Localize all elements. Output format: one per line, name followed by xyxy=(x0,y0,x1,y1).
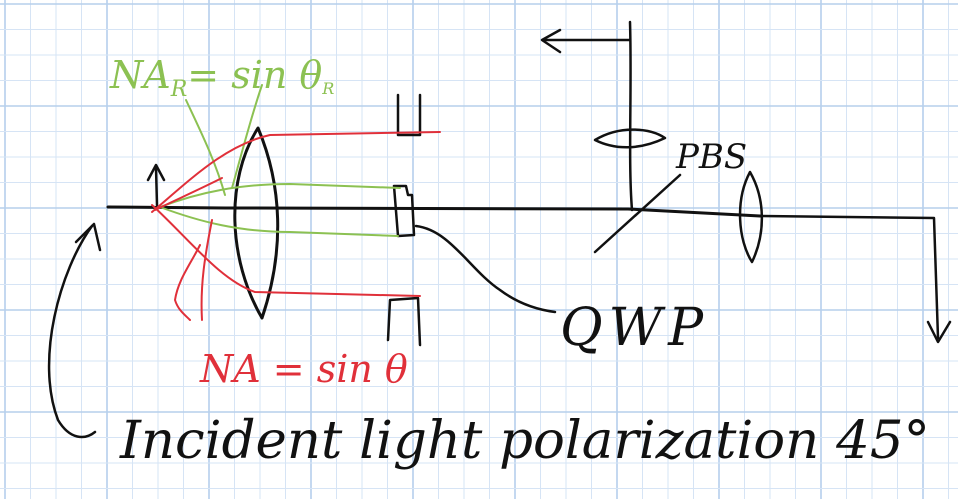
red-ray-upper xyxy=(151,131,441,213)
green-leader-line xyxy=(185,99,226,196)
red-ray-cross xyxy=(154,177,223,211)
red-leader-line xyxy=(200,219,213,321)
top-arrowhead xyxy=(540,28,562,54)
red-angle-mark xyxy=(174,244,201,321)
lower-aperture-bracket xyxy=(386,296,422,347)
green-ray-upper xyxy=(159,183,401,208)
output-beam-line xyxy=(758,214,940,340)
incident-polarization-caption: Incident light polarization 45° xyxy=(119,411,930,471)
pbs-label: PBS xyxy=(675,137,747,177)
na-r-rhs-subscript: R xyxy=(321,79,334,98)
upper-lens xyxy=(593,128,667,149)
polarization-arrowhead xyxy=(74,222,102,252)
object-arrow xyxy=(154,166,159,207)
na-r-label: NAR= sin θR xyxy=(109,53,334,102)
qwp-plate xyxy=(392,184,416,238)
green-leader-line-2 xyxy=(231,84,263,189)
na-r-rhs: = sin θ xyxy=(187,53,322,97)
right-lens xyxy=(738,170,764,264)
red-ray-lower xyxy=(151,204,421,297)
output-arrowhead xyxy=(926,320,952,344)
polarization-curved-arrow xyxy=(47,224,97,439)
green-ray-lower xyxy=(159,206,399,237)
qwp-leader-line xyxy=(414,224,557,314)
na-label: NA = sin θ xyxy=(199,347,408,391)
vertical-beam-line xyxy=(628,20,634,212)
pbs-splitter-line xyxy=(593,173,682,254)
na-r-subscript: R xyxy=(170,77,188,102)
upper-aperture-bracket xyxy=(396,93,422,137)
object-arrowhead xyxy=(146,163,166,182)
qwp-label: QWP xyxy=(560,298,709,358)
